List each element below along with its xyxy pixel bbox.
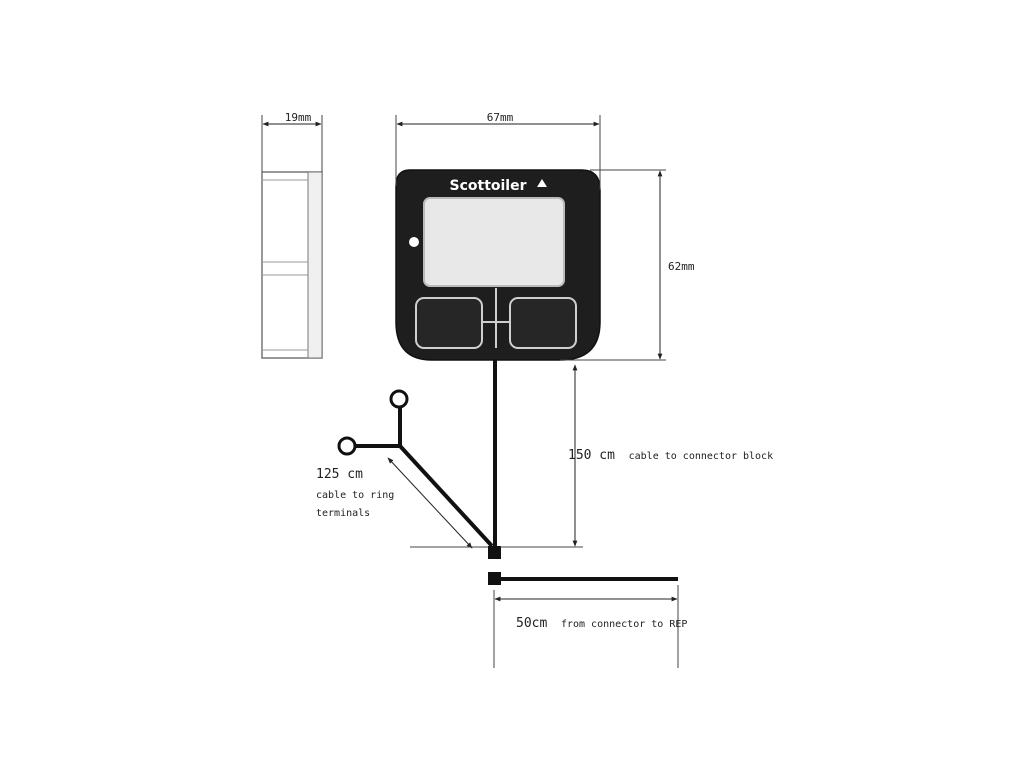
main-cable-dimension: 150 cm cable to connector block: [500, 364, 773, 548]
right-button[interactable]: [509, 297, 577, 349]
ring-cable-dimension: 125 cm cable to ring terminals: [316, 457, 488, 549]
side-view-face: [307, 171, 323, 359]
ring-terminal-left: [337, 436, 357, 456]
main-cable-desc: cable to connector block: [629, 451, 774, 462]
svg-text:150 cm cable to connecto: 150 cm cable to connector block: [568, 444, 773, 463]
brand-logo-icon: [537, 179, 547, 187]
device-front-view: Scottoiler: [395, 169, 601, 361]
rep-cable: [488, 572, 678, 585]
depth-dimension: 19mm: [261, 111, 323, 172]
main-cable: [488, 360, 501, 559]
ring-cable-desc-line1: cable to ring: [316, 490, 394, 501]
ring-cable-desc-line2: terminals: [316, 508, 370, 519]
display-screen: [423, 197, 565, 287]
rep-cable-desc: from connector to REP: [561, 619, 687, 630]
height-dimension: 62mm: [560, 169, 695, 361]
rep-connector: [488, 572, 501, 585]
width-label: 67mm: [487, 111, 514, 124]
depth-label: 19mm: [285, 111, 312, 124]
connector-block: [488, 546, 501, 559]
device-side-view: [261, 171, 323, 359]
rep-cable-length: 50cm: [516, 616, 547, 631]
svg-text:50cm from connector to R: 50cm from connector to REP: [516, 612, 687, 631]
status-led: [409, 237, 419, 247]
rep-cable-dimension: 50cm from connector to REP: [493, 585, 687, 668]
brand-logo-text: Scottoiler: [450, 178, 527, 194]
ring-cable-length: 125 cm: [316, 467, 363, 482]
left-button[interactable]: [415, 297, 483, 349]
height-label: 62mm: [668, 260, 695, 273]
width-dimension: 67mm: [395, 111, 601, 190]
main-cable-length: 150 cm: [568, 448, 615, 463]
ring-terminal-top: [389, 389, 409, 409]
